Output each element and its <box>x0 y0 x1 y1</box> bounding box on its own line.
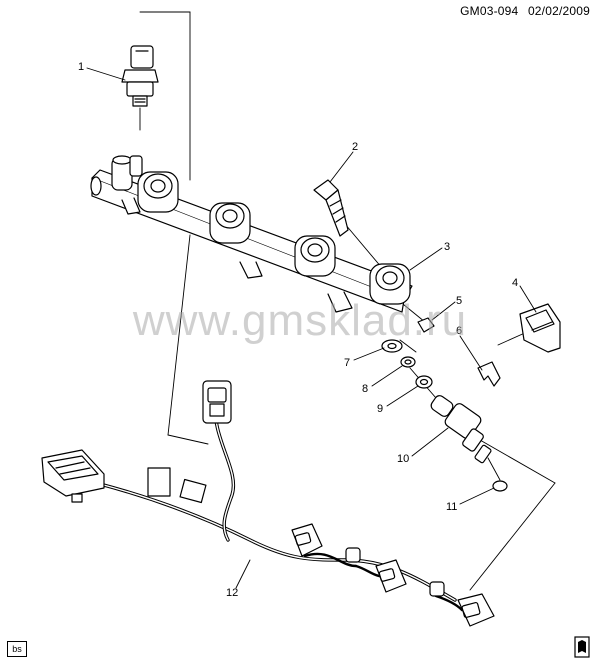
main-connector <box>41 449 105 503</box>
callout-6: 6 <box>456 325 462 337</box>
fuel-injector <box>430 395 492 464</box>
callout-leaders <box>86 67 537 589</box>
callout-4: 4 <box>512 277 518 289</box>
injector-connector-2 <box>375 559 407 593</box>
callout-7: 7 <box>344 357 350 369</box>
harness-bracket <box>147 467 171 497</box>
callout-12: 12 <box>226 587 238 599</box>
injector-port-3 <box>294 235 336 277</box>
callout-5: 5 <box>456 295 462 307</box>
injector-o-ring <box>492 480 508 492</box>
fuel-pressure-sensor <box>121 45 159 107</box>
watermark: www.gmsklad.ru <box>132 296 468 345</box>
diagram-date: 02/02/2009 <box>527 4 590 18</box>
injector-connector-3 <box>457 593 495 627</box>
wiring-harness <box>41 380 495 627</box>
injector-connector-1 <box>291 523 323 557</box>
connector-cover <box>519 303 561 353</box>
nut <box>417 317 435 333</box>
book-icon <box>574 636 590 658</box>
injector-port-2 <box>209 202 251 244</box>
callout-1: 1 <box>78 61 84 73</box>
injector-port-4 <box>369 263 411 305</box>
callout-3: 3 <box>444 241 450 253</box>
callout-9: 9 <box>377 403 383 415</box>
diagram-code: GM03-094 <box>460 4 519 18</box>
bolt <box>313 179 349 237</box>
harness-clip-2 <box>429 581 445 597</box>
bs-badge: bs <box>7 641 27 657</box>
injector-port-1 <box>137 171 179 213</box>
retaining-clip <box>477 361 501 387</box>
header: GM03-094 02/02/2009 <box>460 4 590 18</box>
harness-clip-1 <box>345 547 361 563</box>
callout-10: 10 <box>397 453 409 465</box>
seals <box>381 339 433 389</box>
fuel-rail <box>90 155 413 313</box>
callout-8: 8 <box>362 383 368 395</box>
callout-2: 2 <box>352 141 358 153</box>
sensor-connector <box>202 380 232 424</box>
callout-11: 11 <box>446 501 457 513</box>
